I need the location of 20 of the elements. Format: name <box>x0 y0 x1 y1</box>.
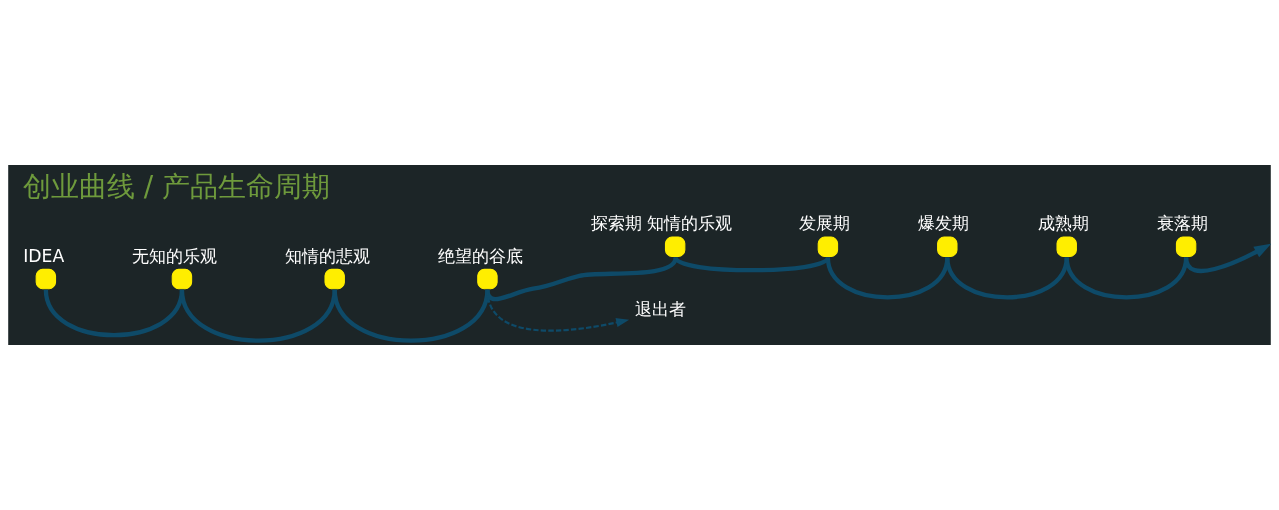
node-text: 退出者 <box>635 299 687 320</box>
diagram-title: 创业曲线 / 产品生命周期 <box>22 169 331 203</box>
connector <box>332 289 490 343</box>
arrow <box>1184 243 1271 273</box>
node-label: 绝望的谷底 <box>437 245 523 266</box>
connector <box>1064 257 1189 300</box>
node-label: 成熟期 <box>1037 213 1089 234</box>
connector <box>945 257 1069 300</box>
node-label: 知情的悲观 <box>285 245 371 266</box>
connector <box>825 257 950 300</box>
node-label: 衰落期 <box>1157 213 1209 234</box>
arrow <box>486 289 630 332</box>
node-label: 发展期 <box>798 213 850 234</box>
connector <box>485 256 678 302</box>
node-label: 爆发期 <box>918 213 970 234</box>
node-label: 探索期 知情的乐观 <box>590 213 733 234</box>
connector <box>43 289 185 338</box>
node-label: 无知的乐观 <box>132 245 218 266</box>
connector <box>179 289 337 343</box>
node-label: IDEA <box>23 245 65 266</box>
